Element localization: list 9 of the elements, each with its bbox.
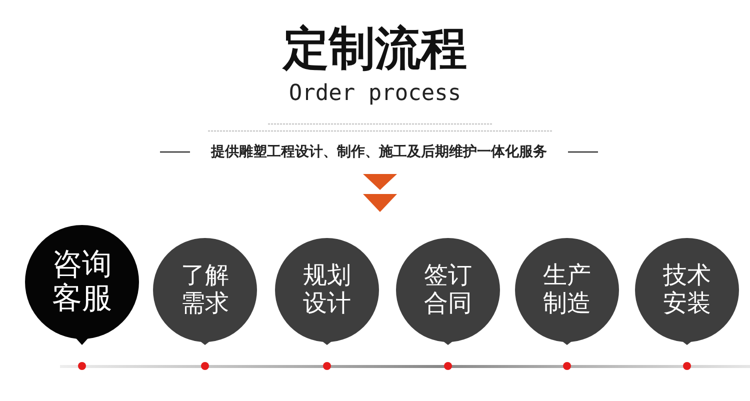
step-label: 签订合同 bbox=[423, 262, 473, 318]
title: 定制流程 bbox=[281, 20, 468, 76]
step-label: 生产制造 bbox=[542, 262, 592, 318]
subtitle: Order process bbox=[288, 80, 462, 108]
step-label: 了解需求 bbox=[180, 262, 230, 318]
step-label: 规划设计 bbox=[302, 262, 352, 318]
tagline: 提供雕塑工程设计、制作、施工及后期维护一体化服务 bbox=[210, 143, 548, 161]
step-label: 咨询客服 bbox=[51, 248, 113, 316]
step-label: 技术安装 bbox=[662, 262, 712, 318]
